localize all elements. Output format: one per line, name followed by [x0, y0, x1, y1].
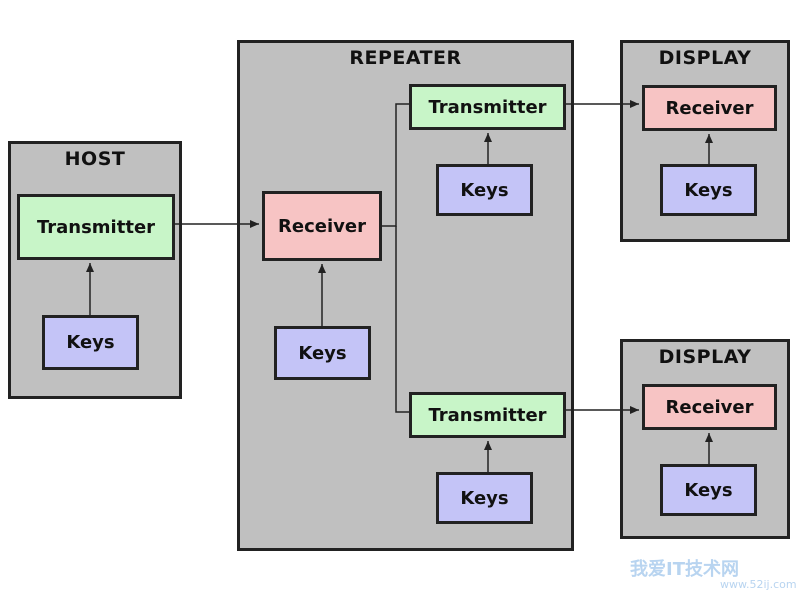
- repeater-title: REPEATER: [349, 47, 462, 69]
- repeater-transmitter-bottom: Transmitter: [409, 392, 566, 438]
- display-bottom-receiver: Receiver: [642, 384, 777, 430]
- wire-receiver-to-branch-bottom: [395, 226, 409, 413]
- repeater-keys-bottom: Keys: [436, 472, 533, 524]
- display-bottom-title: DISPLAY: [658, 346, 752, 368]
- wire-receiver-to-branch: [382, 103, 409, 227]
- display-bottom-keys: Keys: [660, 464, 757, 516]
- repeater-receiver: Receiver: [262, 191, 382, 261]
- watermark-logo: 我爱IT技术网: [630, 559, 739, 580]
- host-transmitter: Transmitter: [17, 194, 175, 260]
- repeater-keys-top: Keys: [436, 164, 533, 216]
- host-title: HOST: [64, 148, 126, 170]
- display-top-receiver: Receiver: [642, 85, 777, 131]
- repeater-keys: Keys: [274, 326, 371, 380]
- display-top-title: DISPLAY: [658, 47, 752, 69]
- repeater-transmitter-top: Transmitter: [409, 84, 566, 130]
- display-top-keys: Keys: [660, 164, 757, 216]
- watermark-url: www.52ij.com: [720, 578, 797, 591]
- host-keys: Keys: [42, 315, 139, 370]
